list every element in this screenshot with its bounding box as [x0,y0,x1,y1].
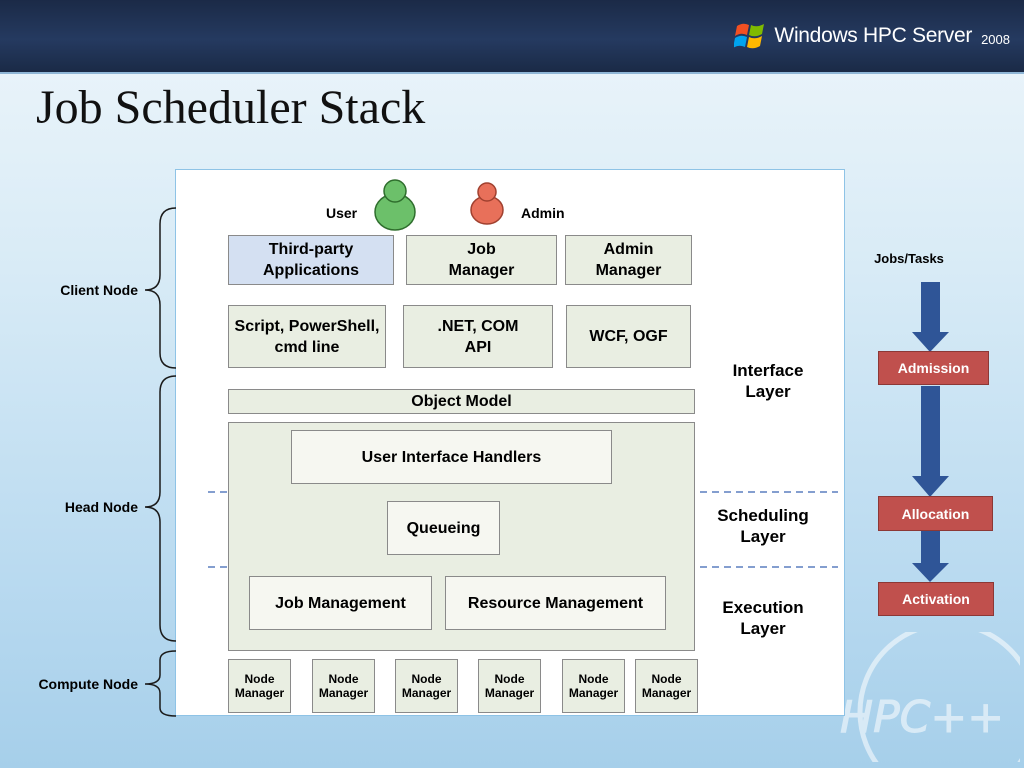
object-model-box: Object Model [228,389,695,414]
admission-stage: Admission [878,351,989,385]
admin-label: Admin [521,205,565,221]
head-node-brace [144,375,177,642]
resource-management-box: Resource Management [445,576,666,630]
queueing-box: Queueing [387,501,500,555]
brand-year: 2008 [981,31,1010,47]
allocation-stage: Allocation [878,496,993,531]
flow-arrow-1 [912,282,949,352]
watermark-text: HPC++ [840,692,1004,743]
user-interface-handlers-box: User Interface Handlers [291,430,612,484]
page-title: Job Scheduler Stack [36,81,426,134]
node-manager-box: Node Manager [635,659,698,713]
admin-manager-box: Admin Manager [565,235,692,285]
activation-stage: Activation [878,582,994,616]
execution-layer-label: Execution Layer [722,598,804,638]
hpc-watermark: HPC++ [840,632,1020,762]
compute-node-brace [144,650,177,717]
head-node-label: Head Node [64,499,138,515]
jobs-tasks-label: Jobs/Tasks [874,251,944,266]
flow-arrow-3 [912,530,949,582]
dotnet-com-api-box: .NET, COM API [403,305,553,368]
node-manager-box: Node Manager [312,659,375,713]
third-party-applications-box: Third-party Applications [228,235,394,285]
brand-name: Windows HPC Server [774,24,973,47]
user-label: User [326,205,358,221]
node-manager-box: Node Manager [478,659,541,713]
flow-arrow-2 [912,386,949,497]
title-bar: Windows HPC Server 2008 [0,0,1024,74]
interface-layer-label: Interface Layer [732,361,804,401]
job-management-box: Job Management [249,576,432,630]
admin-person-icon [470,182,504,225]
compute-node-label: Compute Node [38,676,138,692]
brand: Windows HPC Server 2008 [734,20,1010,52]
job-manager-box: Job Manager [406,235,557,285]
user-person-icon [374,179,416,231]
node-manager-box: Node Manager [228,659,291,713]
script-powershell-box: Script, PowerShell, cmd line [228,305,386,368]
wcf-ogf-box: WCF, OGF [566,305,691,368]
node-manager-box: Node Manager [562,659,625,713]
node-manager-box: Node Manager [395,659,458,713]
windows-flag-icon [734,23,765,49]
client-node-brace [144,207,177,369]
scheduling-layer-label: Scheduling Layer [717,506,809,546]
client-node-label: Client Node [60,282,138,298]
